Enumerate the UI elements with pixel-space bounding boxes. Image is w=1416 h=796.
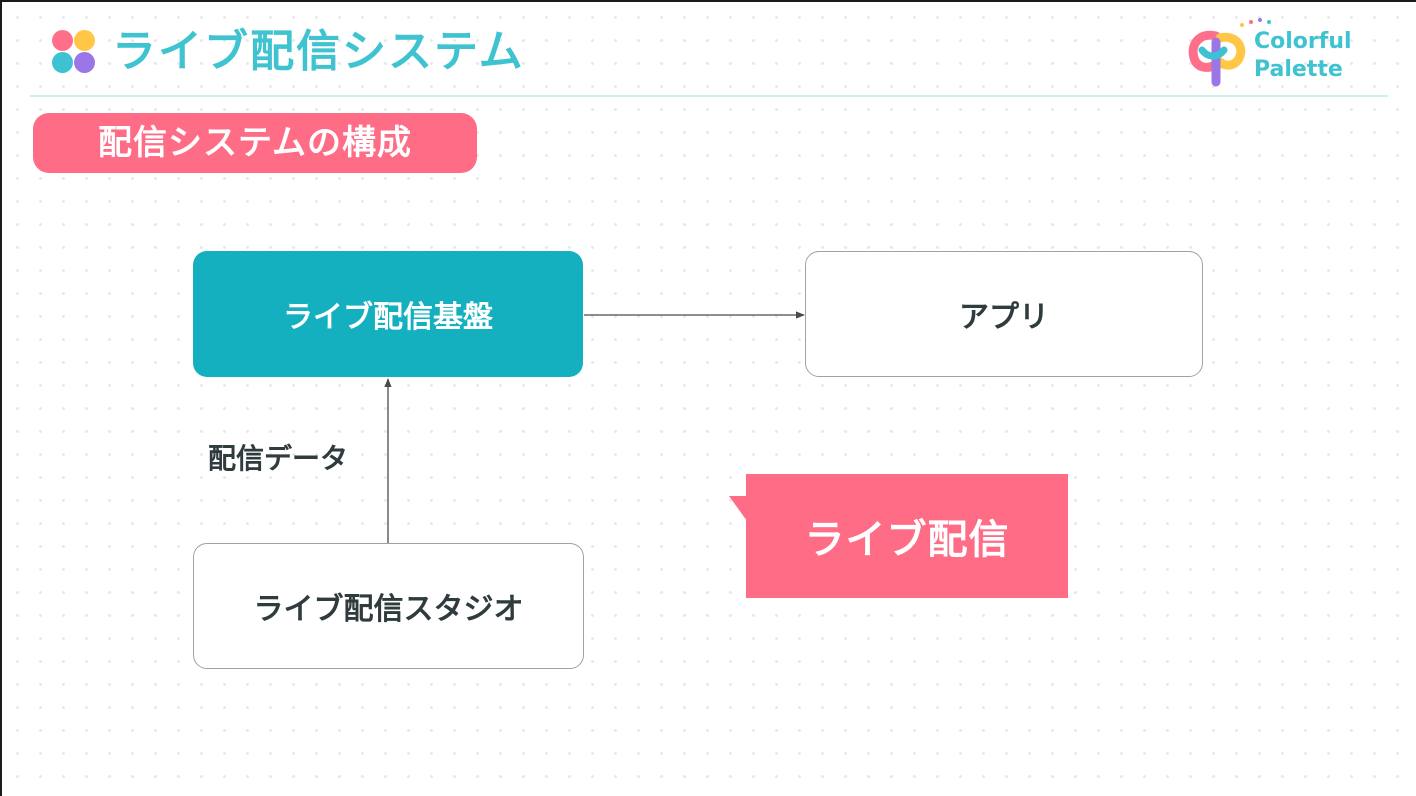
node-live-platform: ライブ配信基盤 <box>193 251 583 377</box>
edge-label-stream-data: 配信データ <box>208 442 349 475</box>
screen-border-top <box>0 0 1416 2</box>
logo-wordmark-line2: Palette <box>1254 57 1343 82</box>
logo-sparkle-icon <box>1240 18 1271 27</box>
callout-label: ライブ配信 <box>804 517 1010 563</box>
palette-dots-icon <box>52 30 98 76</box>
title-divider <box>30 95 1388 97</box>
node-app: アプリ <box>805 251 1203 377</box>
callout-live-streaming: ライブ配信 <box>746 474 1068 598</box>
screen-border-left <box>0 0 2 796</box>
node-app-label: アプリ <box>959 300 1049 335</box>
node-live-studio-label: ライブ配信スタジオ <box>253 592 524 627</box>
colorful-palette-logo: Colorful Palette <box>1186 14 1386 87</box>
logo-mark-icon <box>1188 30 1246 87</box>
node-live-studio: ライブ配信スタジオ <box>193 543 584 669</box>
logo-wordmark-line1: Colorful <box>1254 29 1352 54</box>
logo-wordmark: Colorful Palette <box>1254 28 1352 84</box>
slide-title: ライブ配信システム <box>112 26 525 77</box>
section-heading: 配信システムの構成 <box>33 113 477 173</box>
node-live-platform-label: ライブ配信基盤 <box>283 300 493 335</box>
